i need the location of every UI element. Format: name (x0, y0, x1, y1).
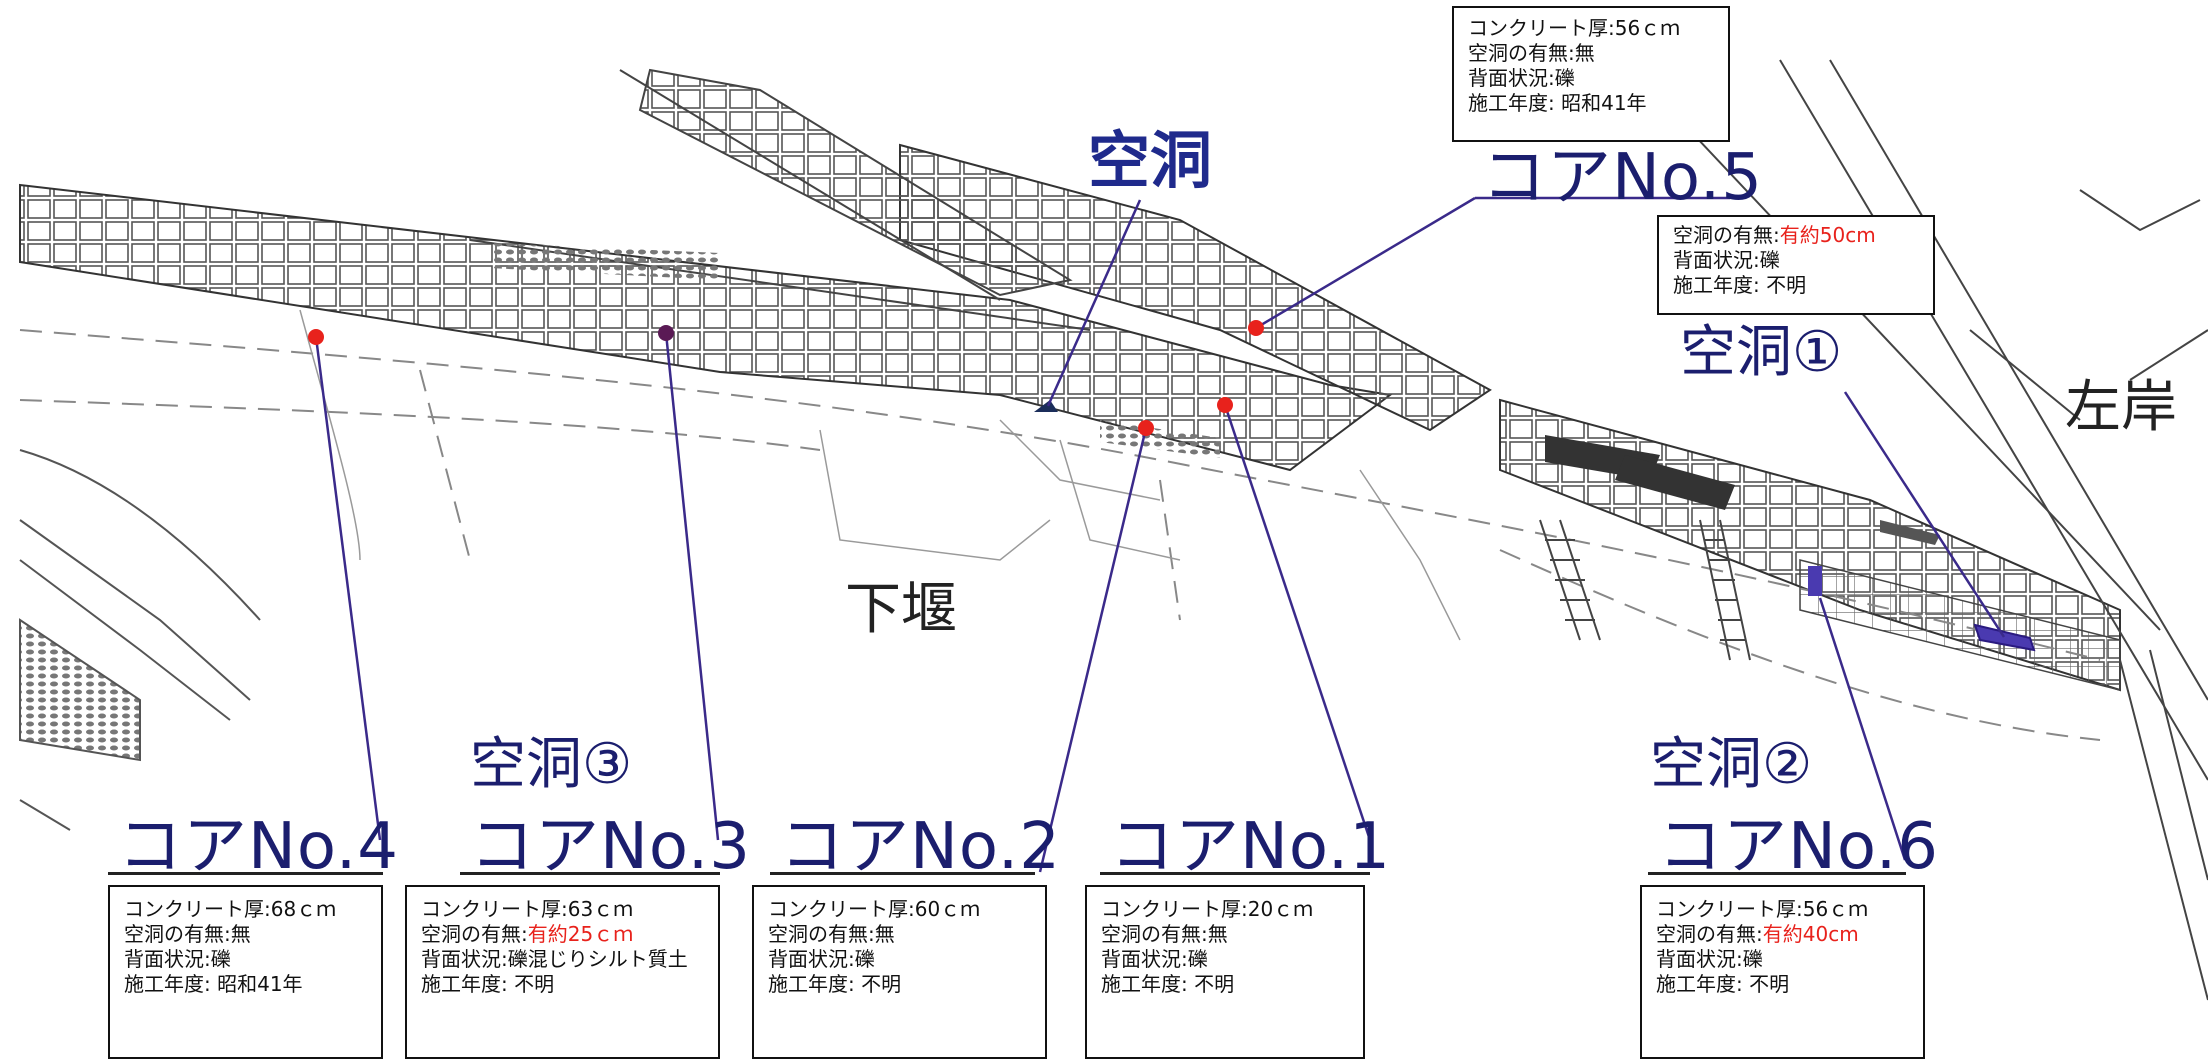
core4-label: コアNo.4 (118, 810, 399, 884)
core1-year: 施工年度: 不明 (1101, 972, 1235, 996)
core4-backing: 背面状況:礫 (124, 947, 231, 971)
left-lower-structures (19, 449, 261, 831)
core4-thickness: コンクリート厚:68ｃｍ (124, 897, 337, 921)
core6-year: 施工年度: 不明 (1656, 972, 1790, 996)
lower-weir-label: 下堰 (845, 577, 957, 642)
core5-thickness: コンクリート厚:56ｃｍ (1468, 16, 1681, 40)
core4-point (308, 329, 324, 345)
right-channel (1679, 59, 2208, 1001)
core1-backing: 背面状況:礫 (1101, 947, 1208, 971)
core5-backing: 背面状況:礫 (1468, 66, 1575, 90)
cavity-2-label: 空洞② (1650, 732, 1813, 797)
cavity-1-label: 空洞① (1680, 320, 1843, 385)
core2-info-box: コンクリート厚:60ｃｍ 空洞の有無:無 背面状況:礫 施工年度: 不明 (752, 885, 1047, 1059)
core6-label: コアNo.6 (1658, 810, 1939, 884)
core6-backing: 背面状況:礫 (1656, 947, 1763, 971)
core3-info-box: コンクリート厚:63ｃｍ 空洞の有無:有約25ｃｍ 背面状況:礫混じりシルト質土… (405, 885, 720, 1059)
dashed-contours (19, 329, 2101, 741)
cavity-main-marker (1034, 400, 1058, 412)
stone-revetment (490, 243, 1940, 545)
core3-year: 施工年度: 不明 (421, 972, 555, 996)
left-bank-label: 左岸 (2065, 375, 2177, 440)
cavity1-cavity: 空洞の有無:有約50cm (1673, 223, 1876, 247)
core3-point (658, 325, 674, 341)
core1-label: コアNo.1 (1110, 810, 1391, 884)
cavity1-backing: 背面状況:礫 (1673, 248, 1780, 272)
core1-info-box: コンクリート厚:20ｃｍ 空洞の有無:無 背面状況:礫 施工年度: 不明 (1085, 885, 1365, 1059)
core1-thickness: コンクリート厚:20ｃｍ (1101, 897, 1314, 921)
core5-point (1248, 320, 1264, 336)
core4-underline (108, 872, 383, 875)
cavity-1-marker (1973, 623, 2036, 652)
core1-point (1217, 397, 1233, 413)
core-points (308, 320, 1264, 436)
core2-label: コアNo.2 (780, 810, 1061, 884)
core6-info-box: コンクリート厚:56ｃｍ 空洞の有無:有約40cm 背面状況:礫 施工年度: 不… (1640, 885, 1925, 1059)
cavity-main-label: 空洞 (1088, 124, 1213, 197)
core6-thickness: コンクリート厚:56ｃｍ (1656, 897, 1869, 921)
core2-backing: 背面状況:礫 (768, 947, 875, 971)
cavity-2-marker (1808, 566, 1822, 596)
core3-thickness: コンクリート厚:63ｃｍ (421, 897, 634, 921)
cavity1-info-box: 空洞の有無:有約50cm 背面状況:礫 施工年度: 不明 (1657, 215, 1935, 315)
ladder-structures (1539, 519, 1751, 661)
core5-year: 施工年度: 昭和41年 (1468, 91, 1647, 115)
core3-label: コアNo.3 (470, 810, 751, 884)
core1-cavity: 空洞の有無:無 (1101, 922, 1228, 946)
core6-cavity: 空洞の有無:有約40cm (1656, 922, 1859, 946)
core6-underline (1648, 872, 1906, 875)
core3-cavity: 空洞の有無:有約25ｃｍ (421, 922, 634, 946)
core2-cavity: 空洞の有無:無 (768, 922, 895, 946)
cavity1-year: 施工年度: 不明 (1673, 273, 1807, 297)
core5-info-box: コンクリート厚:56ｃｍ 空洞の有無:無 背面状況:礫 施工年度: 昭和41年 (1452, 6, 1730, 142)
core4-cavity: 空洞の有無:無 (124, 922, 251, 946)
leader-lines (314, 196, 2006, 873)
core2-underline (770, 872, 1035, 875)
core2-point (1138, 420, 1154, 436)
misc-lines (299, 309, 1461, 641)
core4-year: 施工年度: 昭和41年 (124, 972, 303, 996)
core4-info-box: コンクリート厚:68ｃｍ 空洞の有無:無 背面状況:礫 施工年度: 昭和41年 (108, 885, 383, 1059)
cavity-3-label: 空洞③ (470, 732, 633, 797)
core5-label: コアNo.5 (1482, 141, 1763, 215)
core2-year: 施工年度: 不明 (768, 972, 902, 996)
core2-thickness: コンクリート厚:60ｃｍ (768, 897, 981, 921)
core5-cavity: 空洞の有無:無 (1468, 41, 1595, 65)
core1-underline (1100, 872, 1370, 875)
core3-backing: 背面状況:礫混じりシルト質土 (421, 947, 688, 971)
core3-underline (460, 872, 720, 875)
